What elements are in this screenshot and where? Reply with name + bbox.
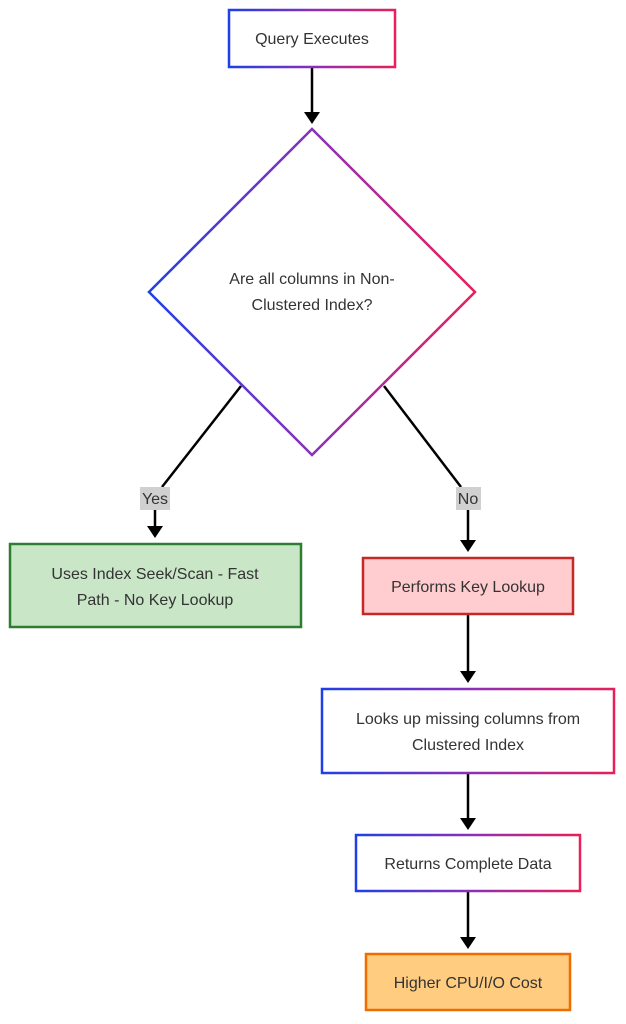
node-returns-data: Returns Complete Data (354, 833, 582, 893)
edge-decision-to-no (383, 385, 462, 488)
edge-label-no-text: No (458, 491, 479, 508)
node-fast-path-box (8, 542, 303, 629)
edge-label-yes: Yes (140, 487, 170, 510)
arrowhead-query-to-decision (304, 112, 320, 124)
arrowhead-yes-to-fast-path (147, 526, 163, 538)
node-key-lookup-label: Performs Key Lookup (391, 579, 545, 596)
node-higher-cost-box (364, 952, 572, 1012)
node-key-lookup: Performs Key Lookup (361, 556, 575, 616)
node-looks-up-box (320, 687, 616, 775)
node-query-executes: Query Executes (227, 8, 397, 69)
arrowhead-looks-up-to-returns (460, 818, 476, 830)
edge-label-yes-bg (140, 487, 170, 510)
node-looks-up-label-line2: Clustered Index (412, 737, 524, 754)
edges (147, 67, 476, 949)
arrowhead-no-to-key-lookup (460, 540, 476, 552)
node-higher-cost: Higher CPU/I/O Cost (364, 952, 572, 1012)
edge-label-no-bg (456, 487, 481, 510)
arrowhead-returns-to-cost (460, 937, 476, 949)
node-higher-cost-label: Higher CPU/I/O Cost (394, 975, 543, 992)
node-query-executes-box (227, 8, 397, 69)
edge-decision-to-yes (161, 385, 242, 488)
node-query-executes-label: Query Executes (255, 31, 369, 48)
arrowhead-key-lookup-to-looks-up (460, 671, 476, 683)
node-decision-diamond (147, 127, 477, 457)
node-decision-label-line1: Are all columns in Non- (229, 271, 394, 288)
node-returns-data-box (354, 833, 582, 893)
node-decision-label-line2: Clustered Index? (252, 297, 373, 314)
node-returns-data-label: Returns Complete Data (384, 856, 551, 873)
node-key-lookup-box (361, 556, 575, 616)
node-decision: Are all columns in Non- Clustered Index? (147, 127, 477, 457)
node-fast-path-label-line2: Path - No Key Lookup (77, 592, 234, 609)
edge-label-no: No (456, 487, 481, 510)
edge-label-yes-text: Yes (142, 491, 168, 508)
node-looks-up-label-line1: Looks up missing columns from (356, 711, 580, 728)
node-looks-up: Looks up missing columns from Clustered … (320, 687, 616, 775)
node-fast-path-label-line1: Uses Index Seek/Scan - Fast (51, 566, 259, 583)
node-fast-path: Uses Index Seek/Scan - Fast Path - No Ke… (8, 542, 303, 629)
